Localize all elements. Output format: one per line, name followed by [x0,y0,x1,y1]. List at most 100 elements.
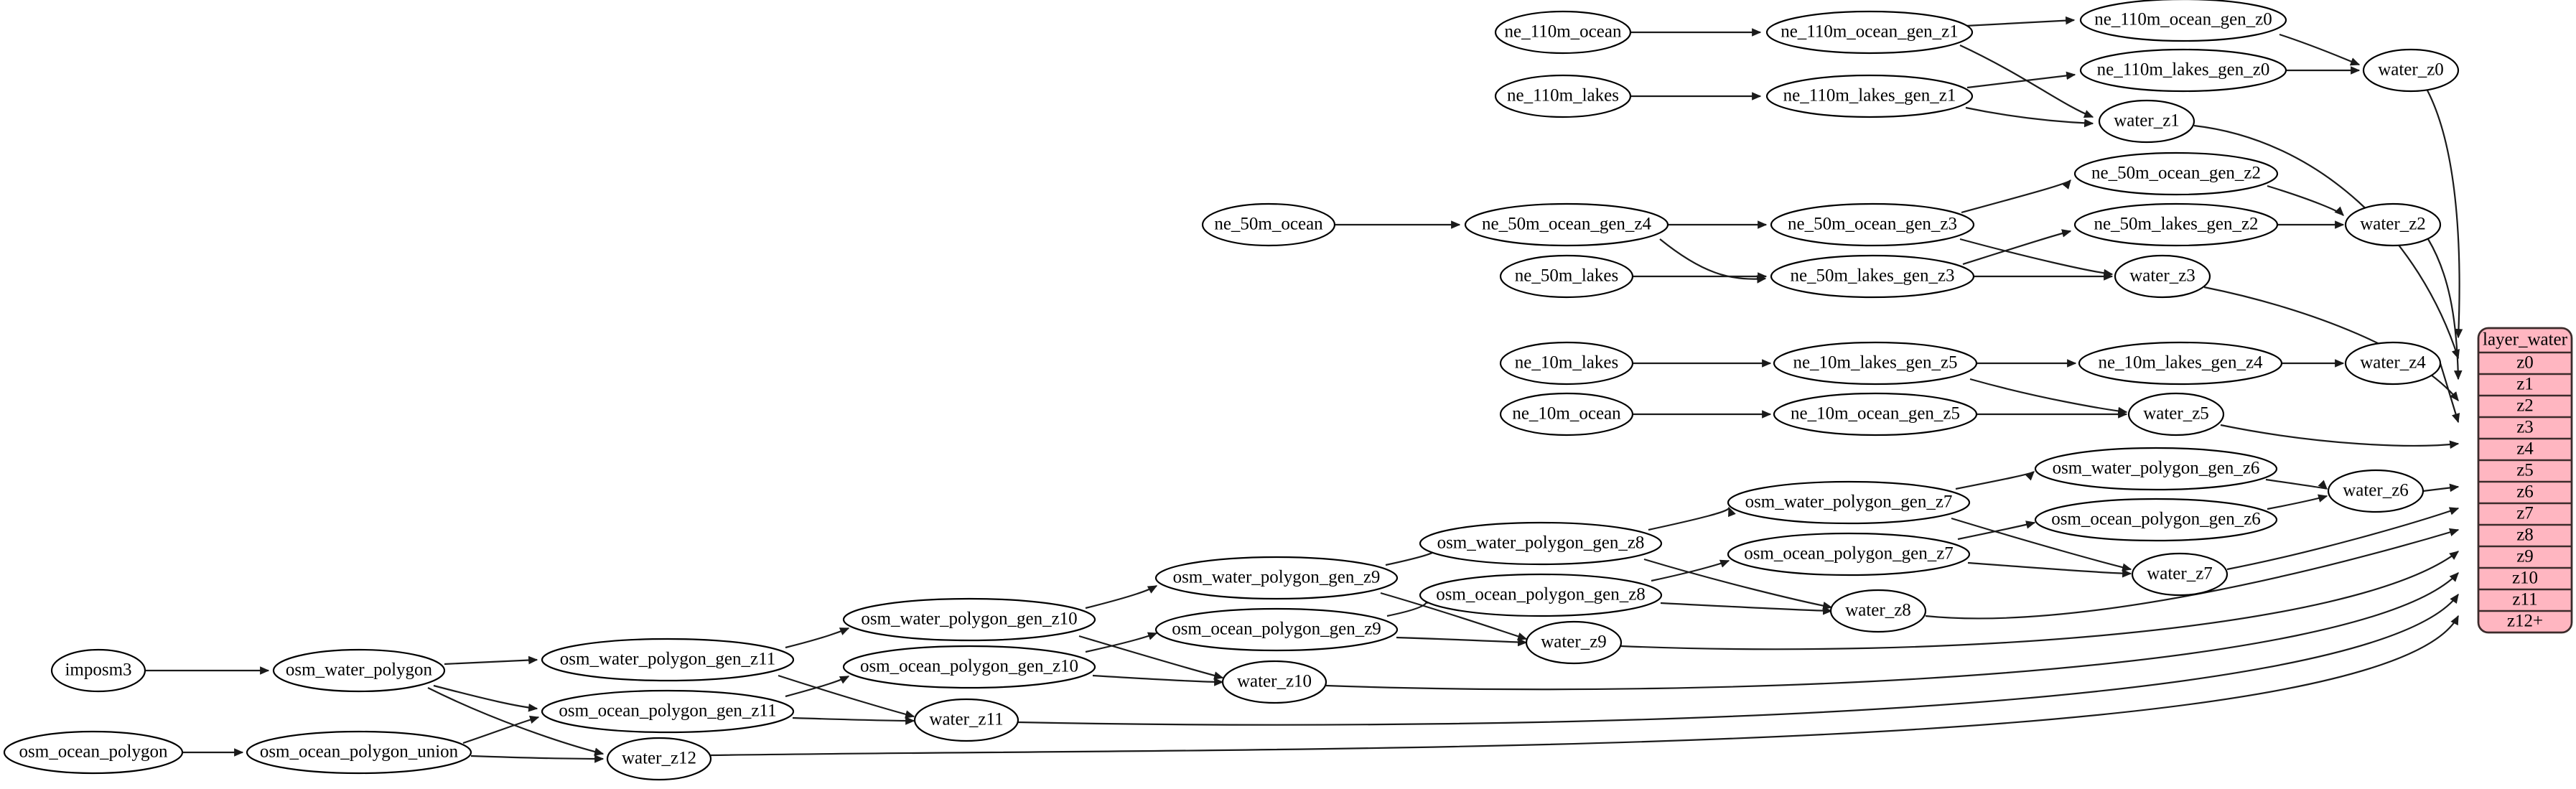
table-row[interactable]: z5 [2478,459,2572,480]
graph-node[interactable]: water_z11 [913,698,1019,742]
edges-layer [145,16,2463,763]
graph-node[interactable]: water_z4 [2344,341,2442,386]
node-ellipse [1201,202,1336,247]
node-ellipse [2344,341,2442,386]
node-ellipse [2073,151,2279,196]
graph-edge [444,655,538,666]
graph-edge [1325,572,2459,691]
graph-node[interactable]: ne_110m_lakes [1494,74,1632,118]
table-row[interactable]: z6 [2478,480,2572,502]
graph-edge [1959,45,2094,118]
graph-node[interactable]: imposm3 [50,648,146,693]
graph-node[interactable]: water_z9 [1525,620,1623,665]
graph-edge [1966,71,2076,89]
node-label: ne_50m_ocean_gen_z2 [2091,164,2261,183]
table-row[interactable]: z10 [2478,566,2572,588]
graph-node[interactable]: water_z2 [2344,202,2442,247]
table-row[interactable]: z12+ [2478,610,2572,631]
graph-node[interactable]: ne_10m_ocean_gen_z5 [1773,392,1978,436]
table-row-label: z12+ [2507,612,2543,631]
table-row[interactable]: z3 [2478,416,2572,437]
node-label: osm_water_polygon_gen_z6 [2053,459,2260,478]
table-row[interactable]: z1 [2478,373,2572,394]
table-row-label: z3 [2516,418,2534,437]
table-row[interactable]: z0 [2478,351,2572,373]
graph-node[interactable]: osm_water_polygon [272,648,446,693]
graph-node[interactable]: osm_water_polygon_gen_z8 [1419,521,1663,566]
graph-node[interactable]: ne_110m_lakes_gen_z1 [1765,74,1974,118]
node-label: osm_ocean_polygon_gen_z6 [2051,510,2261,529]
node-label: water_z3 [2129,266,2195,286]
graph-node[interactable]: osm_ocean_polygon_gen_z8 [1419,573,1663,617]
node-label: ne_110m_lakes_gen_z1 [1783,86,1956,106]
graph-node[interactable]: water_z1 [2098,99,2195,144]
graph-node[interactable]: ne_50m_ocean [1201,202,1336,247]
graph-node[interactable]: water_z8 [1829,589,1927,633]
node-label: water_z8 [1845,601,1911,620]
table-row[interactable]: z4 [2478,437,2572,459]
graph-node[interactable]: water_z5 [2127,392,2225,436]
graph-edge [2193,124,2460,360]
graph-node[interactable]: ne_10m_lakes_gen_z5 [1773,341,1978,386]
graph-node[interactable]: water_z6 [2327,469,2425,513]
graph-node[interactable]: ne_110m_lakes_gen_z0 [2079,48,2287,93]
node-label: osm_ocean_polygon_gen_z9 [1172,620,1381,639]
graph-node[interactable]: osm_water_polygon_gen_z10 [842,597,1096,642]
graph-node[interactable]: osm_ocean_polygon_gen_z9 [1154,607,1399,652]
graph-node[interactable]: water_z12 [606,737,712,781]
graph-edge [1965,106,2094,128]
graph-node[interactable]: osm_ocean_polygon_gen_z6 [2034,498,2278,542]
graph-edge [1078,635,1224,680]
node-label: osm_ocean_polygon_gen_z8 [1436,585,1646,604]
graph-node[interactable]: water_z7 [2131,552,2229,597]
table-row[interactable]: z8 [2478,523,2572,545]
node-ellipse [913,698,1019,742]
graph-edge [2203,286,2459,402]
node-ellipse [1154,556,1399,600]
node-ellipse [2034,447,2278,491]
graph-node[interactable]: osm_ocean_polygon [3,730,184,775]
graph-node[interactable]: ne_50m_lakes_gen_z3 [1770,254,1975,299]
graph-node[interactable]: osm_ocean_polygon_union [246,730,472,775]
graph-edge [1961,179,2071,214]
graph-node[interactable]: osm_water_polygon_gen_z9 [1154,556,1399,600]
nodes-layer: ne_110m_ocean ne_110m_ocean_gen_z1 ne_110m… [3,0,2460,781]
node-ellipse [1727,532,1971,576]
table-row[interactable]: z7 [2478,502,2572,523]
graph-node[interactable]: ne_50m_ocean_gen_z4 [1464,202,1669,247]
graph-node[interactable]: osm_water_polygon_gen_z11 [541,638,795,682]
graph-node[interactable]: ne_110m_ocean [1494,10,1632,55]
graph-edge [2220,424,2460,449]
node-ellipse [2079,48,2287,93]
graph-node[interactable]: osm_water_polygon_gen_z6 [2034,447,2278,491]
node-ellipse [1494,10,1632,55]
table-row[interactable]: z2 [2478,394,2572,416]
graph-node[interactable]: ne_50m_ocean_gen_z3 [1770,202,1975,247]
graph-node[interactable]: ne_50m_lakes_gen_z2 [2073,202,2279,247]
table-row[interactable]: z9 [2478,545,2572,566]
graph-node[interactable]: water_z10 [1221,660,1327,704]
graph-node[interactable]: ne_50m_lakes [1499,254,1634,299]
node-ellipse [1727,480,1971,525]
graph-node[interactable]: ne_10m_ocean [1499,392,1634,436]
graph-edge [470,755,605,763]
graph-edge [785,676,850,698]
node-ellipse [2114,254,2211,299]
graph-node[interactable]: ne_10m_lakes [1499,341,1634,386]
graph-node[interactable]: osm_ocean_polygon_gen_z11 [541,689,795,734]
graph-node[interactable]: water_z3 [2114,254,2211,299]
graph-node[interactable]: ne_50m_ocean_gen_z2 [2073,151,2279,196]
graph-node[interactable]: osm_ocean_polygon_gen_z10 [842,645,1096,689]
graph-node[interactable]: osm_water_polygon_gen_z7 [1727,480,1971,525]
table-row[interactable]: z11 [2478,588,2572,610]
graph-node[interactable]: ne_10m_lakes_gen_z4 [2078,341,2283,386]
graph-node[interactable]: ne_110m_ocean_gen_z1 [1765,10,1974,55]
graph-node[interactable]: water_z0 [2362,48,2460,93]
graph-node[interactable]: osm_ocean_polygon_gen_z7 [1727,532,1971,576]
node-label: ne_10m_ocean [1512,404,1621,424]
node-label: osm_ocean_polygon_gen_z11 [559,701,776,721]
node-ellipse [1499,392,1634,436]
graph-edge [1648,506,1736,531]
graph-node[interactable]: ne_110m_ocean_gen_z0 [2079,0,2287,42]
node-ellipse [50,648,146,693]
